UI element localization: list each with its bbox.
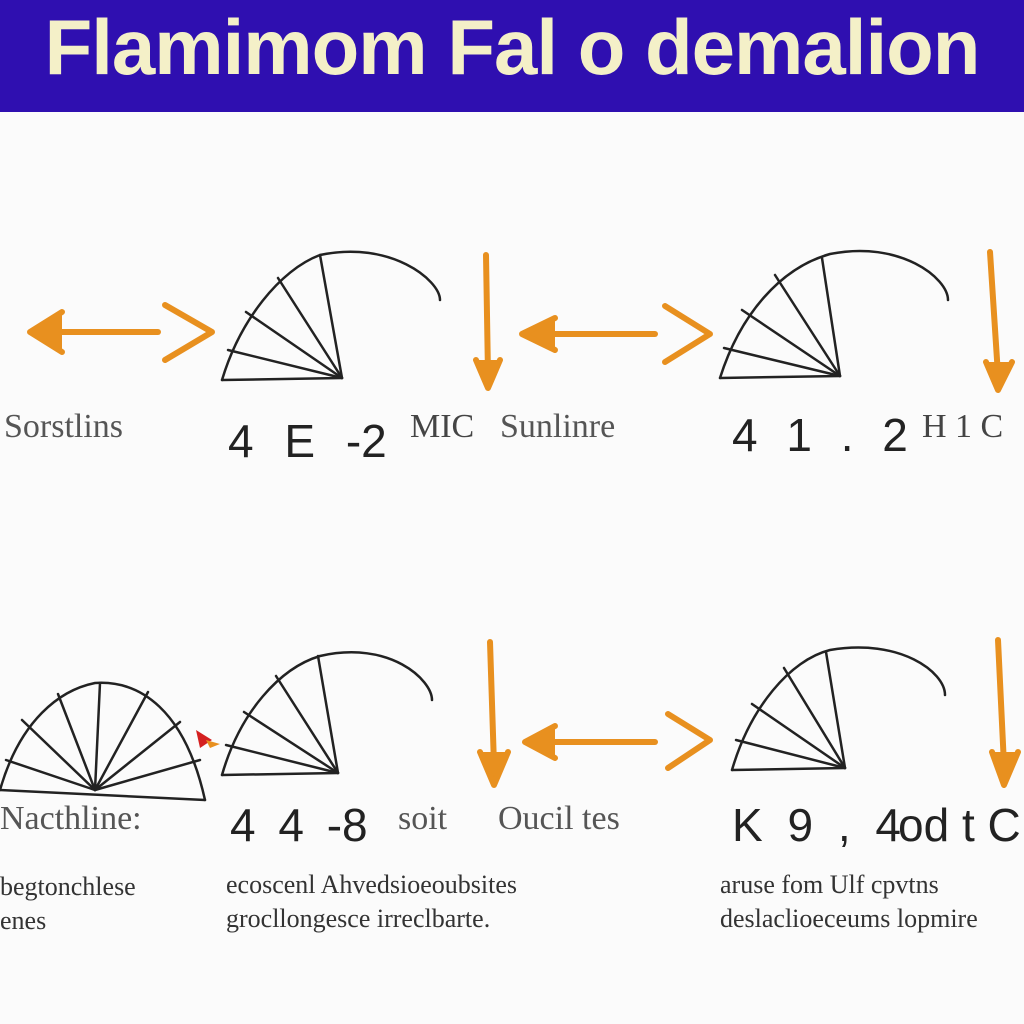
- caption-right-line2: deslaclioeceums lopmire: [720, 904, 978, 933]
- row2-formula-b: K 9 , 4: [732, 799, 901, 851]
- double-arrow-3: [522, 711, 713, 771]
- caption-mid-line1: ecoscenl Ahvedsioeoubsites: [226, 870, 517, 899]
- fan-diagram-1: [220, 250, 442, 382]
- red-flag-icon: [196, 730, 220, 748]
- fan-diagram-4: [730, 646, 947, 772]
- row1-label-a: Sorstlins: [4, 408, 124, 445]
- double-arrow-2: [519, 303, 713, 365]
- down-arrow-4: [989, 637, 1021, 788]
- title-banner: [0, 0, 1024, 112]
- row1-formula-b: 4 1 . 2: [732, 409, 908, 461]
- row1-label-b: MIC: [410, 408, 475, 445]
- page-title: Flamimom Fal o demalion: [44, 3, 981, 91]
- caption-left-line1: begtonchlese: [0, 872, 136, 901]
- row2-label-d: od t C: [898, 799, 1021, 851]
- row2-label-a: Nacthline:: [0, 800, 142, 837]
- row2-formula-a: 4 4 -8: [230, 799, 368, 851]
- row2-label-c: Oucil tes: [498, 800, 620, 837]
- caption-mid-line2: grocllongesce irreclbarte.: [226, 904, 491, 933]
- down-arrow-2: [983, 249, 1015, 393]
- down-arrow-1: [473, 252, 503, 391]
- double-arrow-1: [27, 302, 215, 363]
- row1-formula-a: 4 E -2: [228, 415, 387, 467]
- row1-label-c: Sunlinre: [500, 408, 616, 445]
- fan-diagram-2: [718, 249, 950, 380]
- row2-label-b: soit: [398, 800, 448, 837]
- row1-label-d: H 1 C: [922, 408, 1004, 445]
- down-arrow-3: [477, 639, 511, 788]
- semicircle-fan-diagram: [0, 681, 207, 802]
- fan-diagram-3: [220, 651, 434, 777]
- caption-right-line1: aruse fom Ulf cpvtns: [720, 870, 939, 899]
- caption-left-line2: enes: [0, 906, 47, 935]
